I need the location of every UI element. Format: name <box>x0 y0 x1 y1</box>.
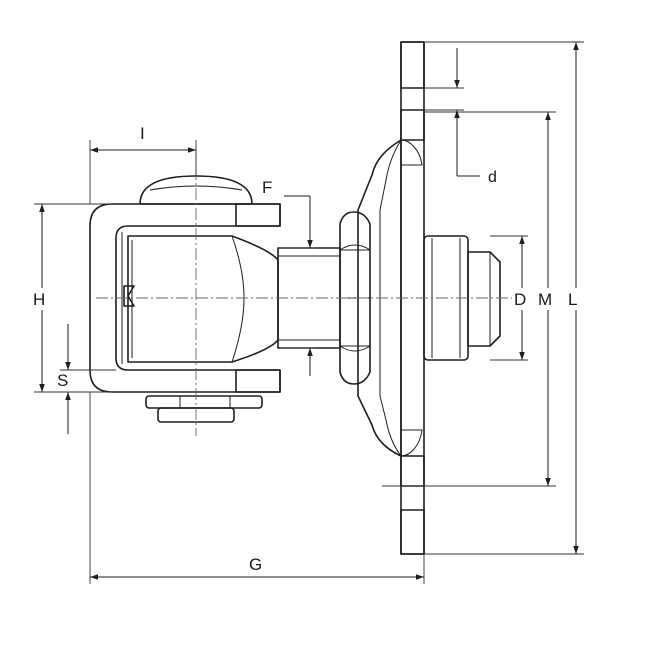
label-I: I <box>140 124 145 143</box>
plate-section-mid-top <box>400 109 425 141</box>
dimension-L: L <box>424 41 588 555</box>
plate-section-top <box>400 41 425 89</box>
label-L: L <box>568 290 577 309</box>
dimension-M: M <box>382 111 560 487</box>
label-G: G <box>249 555 262 574</box>
label-H: H <box>33 290 45 309</box>
plate-section-mid-bottom <box>400 455 425 487</box>
dimension-I: I <box>89 124 197 204</box>
label-D: D <box>514 290 526 309</box>
hex-nut <box>339 211 371 385</box>
label-M: M <box>538 290 552 309</box>
dimension-D: D <box>490 235 534 361</box>
dimension-F: F <box>262 178 316 376</box>
dimension-H: H <box>30 203 112 393</box>
hinge-barrel <box>127 235 279 363</box>
bottom-washer <box>145 395 263 423</box>
rear-threaded-stub <box>467 251 501 347</box>
plate-section-bottom <box>400 509 425 555</box>
plate-boss <box>357 139 423 457</box>
label-d: d <box>488 169 497 186</box>
center-lines <box>96 148 520 436</box>
dimension-d: d <box>424 48 497 186</box>
retaining-clip <box>123 285 135 307</box>
label-S: S <box>57 371 68 390</box>
label-F: F <box>262 178 272 197</box>
dimension-S: S <box>57 324 116 434</box>
dimension-G: G <box>89 392 425 584</box>
